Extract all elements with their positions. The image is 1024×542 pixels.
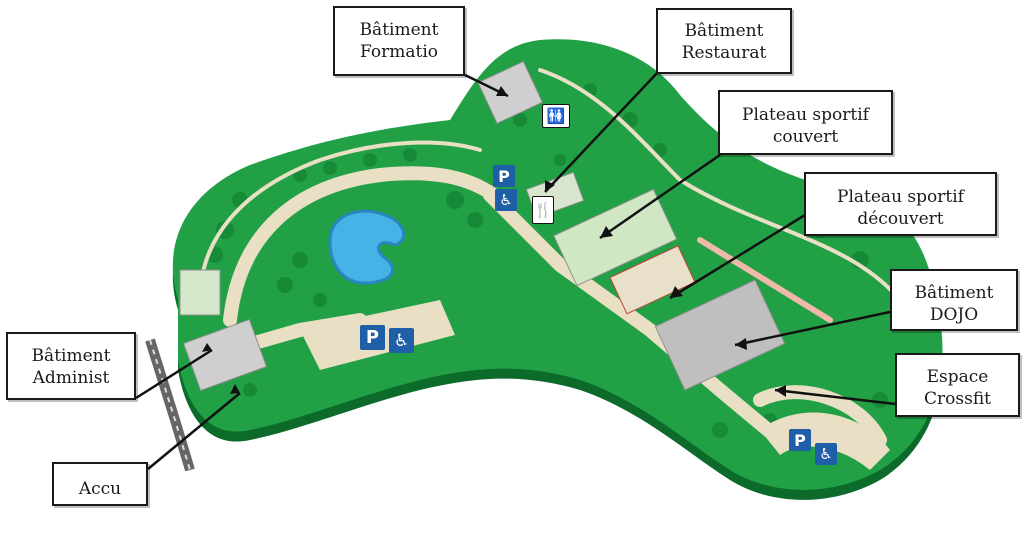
outdoor-sport-field: [609, 245, 696, 315]
leader-lines: [135, 71, 896, 470]
label-line-1: Accu: [78, 479, 122, 499]
label-batiment-formation: Bâtiment Formatio: [333, 6, 465, 76]
parking-icon-main: P: [360, 325, 385, 350]
label-line-1: Plateau sportif: [837, 187, 964, 207]
label-line-2: Restaurat: [681, 43, 767, 63]
label-line-2: couvert: [772, 127, 839, 147]
parking-area-right: [760, 412, 890, 470]
label-line-1: Espace: [926, 367, 989, 387]
label-line-2: Administ: [32, 368, 110, 388]
label-batiment-dojo: Bâtiment DOJO: [890, 269, 1018, 331]
building-formation: [477, 60, 544, 125]
label-line-1: Bâtiment: [914, 283, 994, 303]
label-plateau-sportif-decouvert: Plateau sportif découvert: [804, 172, 997, 236]
building-annex: [179, 269, 221, 316]
restaurant-icon: 🍴: [532, 196, 554, 224]
building-dojo: [654, 279, 786, 391]
label-batiment-administration: Bâtiment Administ: [6, 332, 136, 400]
label-line-1: Plateau sportif: [742, 105, 869, 125]
buildings: [179, 60, 786, 392]
label-line-2: découvert: [857, 209, 944, 229]
label-espace-crossfit: Espace Crossfit: [895, 353, 1020, 417]
label-plateau-sportif-couvert: Plateau sportif couvert: [718, 90, 893, 155]
label-batiment-restaurant: Bâtiment Restaurat: [656, 8, 792, 74]
label-line-1: Bâtiment: [684, 21, 764, 41]
label-line-2: Crossfit: [924, 389, 991, 409]
arrowheads: [202, 86, 786, 397]
building-plateau-couvert: [553, 188, 678, 287]
parking-icon-right: P: [789, 429, 811, 451]
label-line-2: Formatio: [360, 42, 438, 62]
toilets-icon: 🚻: [542, 104, 570, 128]
accessible-icon: ♿: [495, 189, 517, 211]
label-accueil: Accu: [52, 462, 148, 506]
parking-icon: P: [493, 165, 515, 187]
pool: [328, 209, 406, 285]
building-administration: [182, 318, 268, 392]
accessible-icon-right: ♿: [815, 443, 837, 465]
label-line-1: Bâtiment: [359, 20, 439, 40]
label-line-1: Bâtiment: [31, 346, 111, 366]
accessible-icon-main: ♿: [389, 328, 414, 353]
label-line-2: DOJO: [929, 305, 979, 325]
